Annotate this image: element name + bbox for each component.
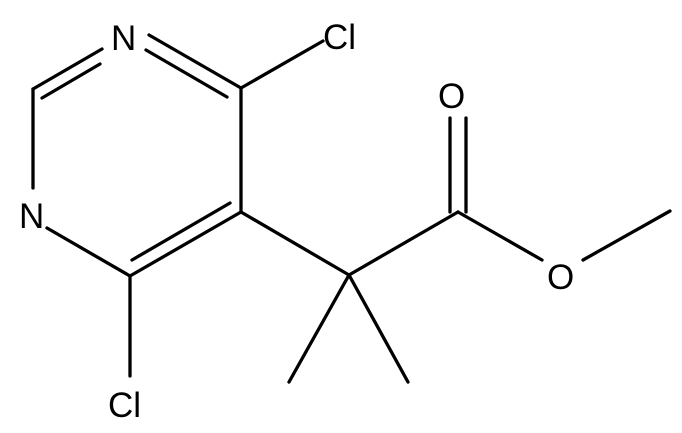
atom-o-carbonyl-label: O: [438, 77, 465, 116]
bond-c-o-ester: [456, 210, 544, 262]
bond-c4-c5-double: [128, 210, 243, 278]
bond-n1-c2-double-inner: [40, 62, 102, 100]
atom-cl-top-label: Cl: [323, 18, 356, 57]
atom-n3-label: N: [19, 197, 44, 236]
bonds: [31, 33, 672, 384]
bond-cq-methyl-left: [287, 273, 351, 384]
bond-c6-n1-double-inner: [144, 48, 229, 99]
atom-cl-bottom-label: Cl: [108, 386, 141, 425]
bond-o-methyl: [581, 209, 672, 262]
bond-n3-c4: [45, 226, 132, 278]
bond-c4-c5-double-inner: [130, 201, 232, 262]
bond-c6-n1-double: [147, 33, 243, 90]
bond-n1-c2-double: [31, 47, 104, 91]
bond-c6-cl: [239, 39, 325, 90]
bond-cq-methyl-right: [347, 273, 410, 384]
atom-o-ester-label: O: [547, 258, 574, 297]
bond-cq-carbonyl-c: [347, 210, 460, 277]
bond-c5-cq: [239, 210, 351, 277]
atom-n1-label: N: [111, 19, 136, 58]
